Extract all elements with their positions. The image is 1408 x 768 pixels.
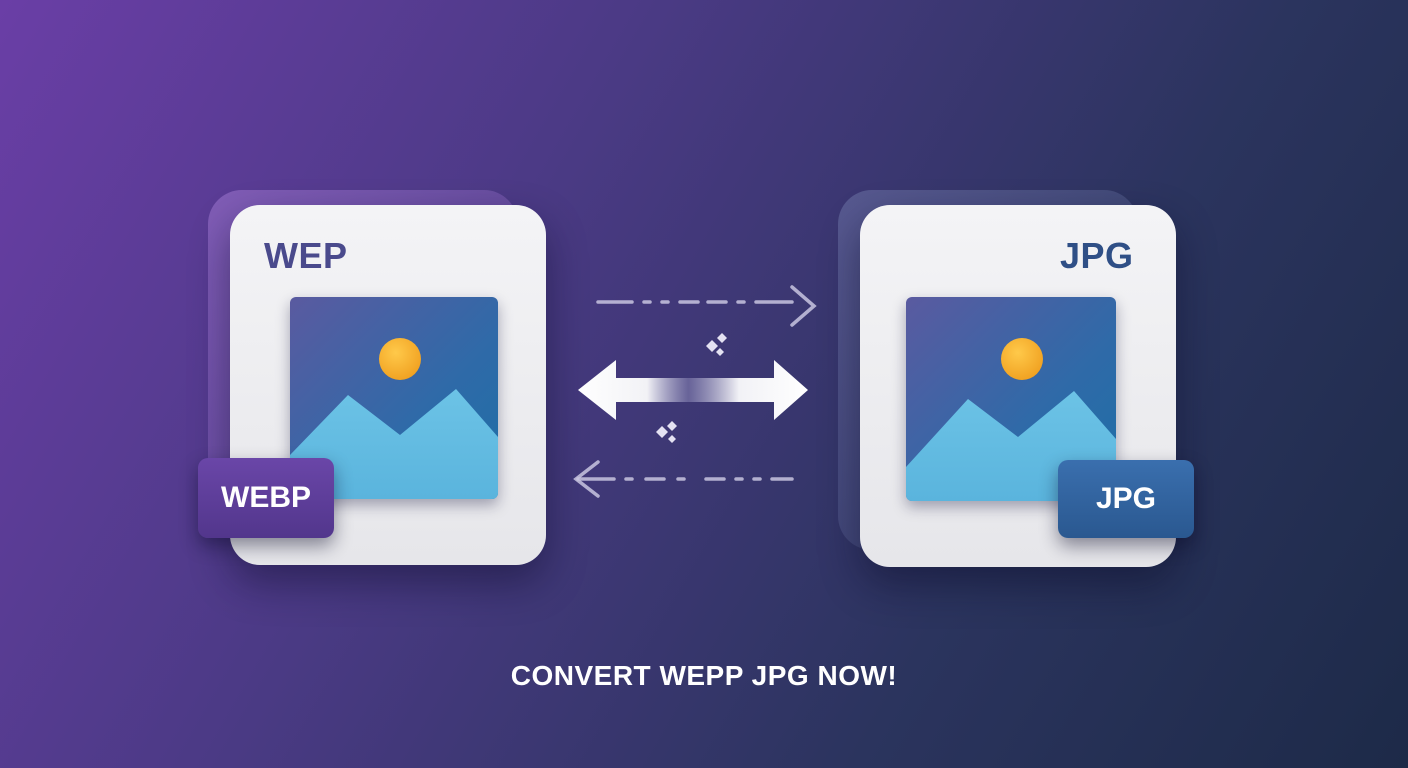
double-arrow-icon <box>578 360 808 420</box>
conversion-arrows <box>560 270 830 515</box>
sparkle-icon <box>656 421 677 443</box>
target-format-badge: JPG <box>1058 460 1194 538</box>
dashed-arrow-right-icon <box>596 285 817 327</box>
dashed-arrow-left-icon <box>573 460 794 498</box>
source-format-title: WEP <box>264 235 348 276</box>
source-card: WEP <box>230 205 546 565</box>
sparkle-icon <box>706 333 727 356</box>
cta-headline: CONVERT WEPP JPG NOW! <box>510 660 898 691</box>
source-format-badge: WEBP <box>198 458 334 538</box>
target-format-title: JPG <box>1060 235 1134 276</box>
